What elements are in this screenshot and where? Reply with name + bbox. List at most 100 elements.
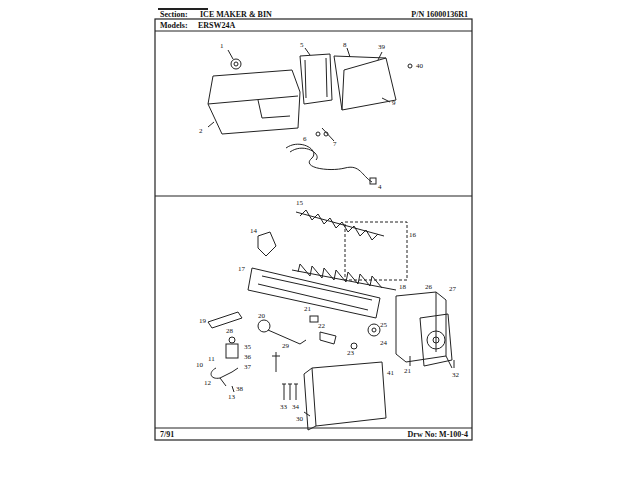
- header-text: ERSW24A: [198, 22, 235, 30]
- callout-number: 1: [220, 43, 224, 50]
- header-text: Drw No: M-100-4: [408, 431, 468, 439]
- callout-number: 37: [244, 364, 251, 371]
- drawing-line: [320, 332, 336, 344]
- drawing-line: [305, 48, 310, 55]
- callout-number: 33: [280, 404, 287, 411]
- drawing-line: [258, 232, 276, 256]
- callout-number: 2: [199, 128, 203, 135]
- callout-number: 34: [292, 404, 299, 411]
- drawing-line: [408, 64, 412, 68]
- drawing-line: [286, 144, 372, 182]
- drawing-line: [284, 384, 285, 400]
- header-text: 7/91: [160, 431, 174, 439]
- callout-number: 8: [343, 42, 347, 49]
- drawing-line: [272, 356, 280, 357]
- drawing-line: [226, 344, 238, 358]
- callout-number: 20: [258, 313, 265, 320]
- drawing-line: [258, 100, 290, 118]
- drawing-line: [155, 19, 472, 440]
- drawing-line: [208, 122, 214, 127]
- callout-number: 39: [378, 44, 385, 51]
- callout-number: 32: [452, 372, 459, 379]
- drawing-line: [232, 368, 238, 372]
- drawing-line: [208, 70, 300, 134]
- drawing-line: [300, 210, 378, 240]
- header-text: Models:: [160, 22, 188, 30]
- drawing-line: [368, 324, 380, 336]
- drawing-line: [454, 360, 455, 368]
- callout-number: 30: [296, 416, 303, 423]
- callout-number: 26: [425, 284, 432, 291]
- callout-number: 11: [208, 356, 215, 363]
- callout-number: 17: [238, 266, 245, 273]
- drawing-line: [155, 31, 472, 32]
- drawing-line: [288, 384, 292, 385]
- drawing-line: [342, 58, 386, 110]
- callout-number: 27: [449, 286, 456, 293]
- callout-number: 29: [282, 343, 289, 350]
- callout-number: 4: [378, 184, 382, 191]
- drawing-line: [378, 52, 382, 60]
- callout-number: 12: [204, 380, 211, 387]
- drawing-line: [220, 378, 226, 386]
- drawing-line: [372, 328, 376, 332]
- drawing-line: [433, 337, 439, 343]
- drawing-line: [232, 386, 234, 392]
- drawing-line: [298, 264, 382, 288]
- callout-number: 24: [380, 340, 387, 347]
- callout-number: 7: [333, 141, 337, 148]
- callout-number: 5: [300, 42, 304, 49]
- drawing-line: [290, 148, 317, 160]
- callout-number: 21: [304, 306, 311, 313]
- callout-number: 21: [404, 368, 411, 375]
- drawing-line: [304, 412, 310, 416]
- drawing-line: [208, 312, 242, 328]
- callout-number: 18: [399, 284, 406, 291]
- callout-number: 41: [387, 370, 394, 377]
- drawing-line: [258, 284, 368, 310]
- drawing-line: [316, 132, 320, 136]
- drawing-line: [347, 48, 350, 57]
- drawing-line: [211, 368, 232, 378]
- callout-number: 23: [347, 350, 354, 357]
- drawing-line: [446, 356, 452, 368]
- drawing-line: [155, 195, 472, 196]
- callout-number: 14: [250, 228, 257, 235]
- drawing-line: [234, 62, 238, 66]
- drawing-line: [312, 362, 386, 426]
- drawing-line: [382, 98, 390, 102]
- drawing-line: [229, 337, 235, 343]
- drawing-line: [427, 331, 445, 349]
- drawing-line: [294, 384, 298, 385]
- drawing-line: [334, 56, 396, 110]
- header-text: Section:: [160, 11, 188, 19]
- callout-number: 9: [392, 100, 396, 107]
- callout-number: 10: [196, 362, 203, 369]
- drawing-line: [322, 128, 334, 141]
- callout-number: 36: [244, 354, 251, 361]
- drawing-line: [268, 330, 306, 344]
- drawing-line: [228, 50, 233, 59]
- drawing-line: [296, 384, 297, 400]
- callout-number: 40: [416, 63, 423, 70]
- drawing-line: [345, 222, 407, 280]
- callout-number: 6: [303, 136, 307, 143]
- callout-number: 25: [380, 322, 387, 329]
- drawing-line: [276, 352, 277, 372]
- callout-number: 28: [226, 328, 233, 335]
- drawing-line: [304, 368, 316, 430]
- callout-number: 22: [318, 323, 325, 330]
- drawing-line: [282, 384, 286, 385]
- drawing-line: [370, 178, 376, 184]
- drawing-line: [208, 96, 298, 104]
- callout-number: 35: [244, 344, 251, 351]
- callout-number: 13: [228, 394, 235, 401]
- drawing-line: [310, 316, 318, 322]
- drawing-line: [351, 343, 357, 349]
- drawing-line: [262, 276, 372, 300]
- drawing-line: [305, 60, 306, 98]
- drawing-line: [326, 58, 327, 97]
- callout-number: 19: [199, 318, 206, 325]
- header-text: P/N 16000136R1: [411, 11, 468, 19]
